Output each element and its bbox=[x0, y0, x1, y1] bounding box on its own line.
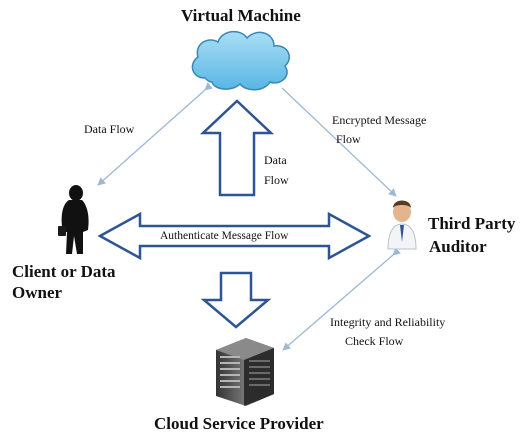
encrypted-flow-arrow bbox=[281, 87, 397, 197]
client-label-line2: Owner bbox=[12, 283, 63, 302]
auditor-person-icon bbox=[387, 200, 417, 250]
integrity-flow-label-line2: Check Flow bbox=[345, 334, 404, 348]
data-flow-left-arrow bbox=[97, 82, 213, 186]
virtual-machine-label: Virtual Machine bbox=[181, 6, 301, 25]
client-label-line1: Client or Data bbox=[12, 262, 116, 281]
server-stack-icon bbox=[216, 338, 274, 406]
authenticate-block-arrow bbox=[97, 211, 372, 261]
client-person-icon bbox=[58, 185, 89, 254]
data-flow-center-label-line1: Data bbox=[264, 153, 287, 167]
authenticate-flow-label: Authenticate Message Flow bbox=[160, 230, 289, 242]
data-flow-up-block-arrow bbox=[199, 99, 275, 197]
encrypted-flow-label-line2: Flow bbox=[336, 132, 361, 146]
cloud-provider-label: Cloud Service Provider bbox=[154, 414, 324, 433]
encrypted-flow-label-line1: Encrypted Message bbox=[332, 113, 427, 127]
auditor-label-line1: Third Party bbox=[428, 214, 516, 233]
data-flow-left-label: Data Flow bbox=[84, 122, 135, 136]
integrity-flow-label-line1: Integrity and Reliability bbox=[330, 315, 446, 329]
cloud-icon bbox=[191, 30, 290, 91]
data-flow-center-label-line2: Flow bbox=[264, 173, 289, 187]
down-block-arrow bbox=[200, 271, 272, 329]
integrity-flow-arrow bbox=[282, 247, 401, 351]
auditor-label-line2: Auditor bbox=[429, 237, 487, 256]
